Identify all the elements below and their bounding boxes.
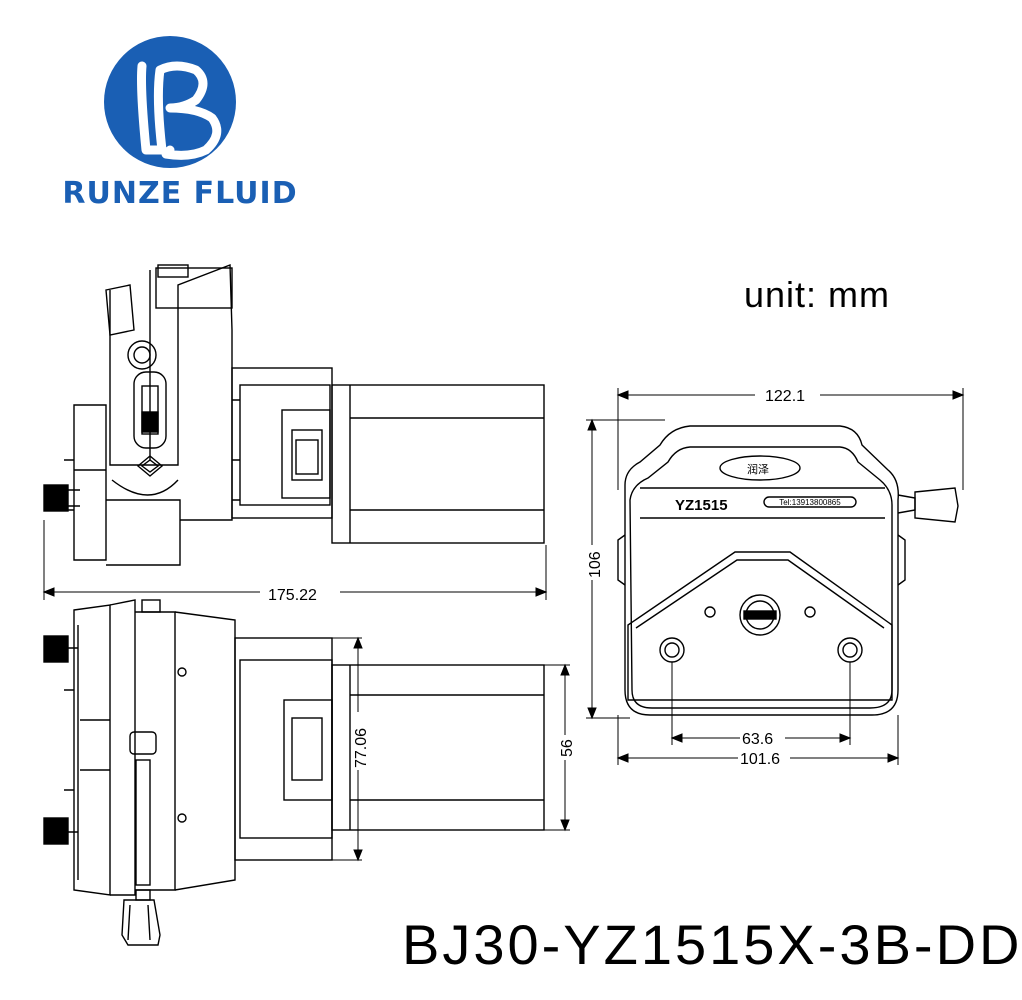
dim-flange-height-label: 77.06 (353, 728, 370, 768)
dim-mount-spacing (670, 662, 852, 745)
side-view-top (43, 263, 545, 566)
brand-name: RUNZE FLUID (62, 176, 298, 211)
dim-head-height-label: 106 (587, 551, 604, 578)
dim-motor-height (544, 663, 570, 832)
dim-base-width-label: 101.6 (740, 751, 780, 768)
dim-base-width (616, 715, 900, 765)
dim-motor-height-label: 56 (559, 739, 576, 757)
dim-flange-height (332, 636, 363, 862)
technical-drawing: 175.22 77.06 (42, 263, 965, 946)
dim-overall-length (42, 520, 548, 600)
top-view (43, 599, 545, 946)
dim-head-width-label: 122.1 (765, 388, 805, 405)
front-view (617, 425, 959, 716)
brand-logo-icon (104, 36, 236, 168)
pump-cover-label: 润泽 (747, 462, 769, 476)
model-code: BJ30-YZ1515X-3B-DD (402, 913, 1022, 976)
dim-head-height (586, 418, 665, 720)
unit-label: unit: mm (744, 274, 891, 315)
dim-head-width (616, 388, 965, 490)
dim-mount-spacing-label: 63.6 (742, 731, 773, 748)
pump-model-label: YZ1515 (675, 497, 728, 514)
dim-overall-length-label: 175.22 (268, 587, 317, 604)
pump-phone-label: Tel:13913800865 (779, 498, 841, 507)
